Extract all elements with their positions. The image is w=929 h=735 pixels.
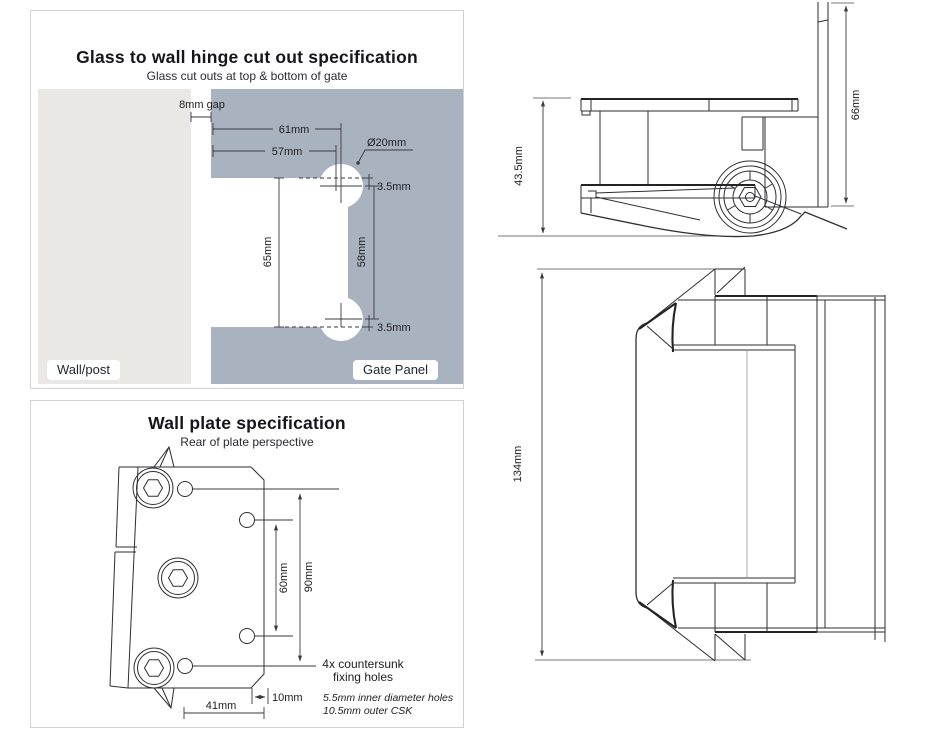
dim-90mm-label: 90mm [303,562,315,593]
wall-post-pill: Wall/post [47,360,120,380]
glass-and-plate-edges [816,295,886,642]
hinge-mid-section [599,111,828,208]
dim-134-label: 134mm [512,446,524,483]
width-61-dimension [212,123,342,203]
hole-diameter-leader [356,149,413,165]
gate-panel-pill: Gate Panel [353,360,439,380]
screw-bosses [132,467,199,689]
hole-spacing-label: 58mm [356,237,368,268]
hinge-views: 43.5mm 66mm [498,2,886,662]
cutout-height-dimension [274,177,284,328]
dim-10mm [251,688,269,704]
tension-dial [713,160,787,234]
hinge-body [580,183,848,238]
cutout-height-label: 65mm [262,237,274,268]
wall-plate-edge [817,2,829,207]
dim-43-5-label: 43.5mm [513,146,525,186]
wallplate-subtitle: Rear of plate perspective [180,435,314,449]
width-61-label: 61mm [279,124,310,136]
top-clamp-plate [580,97,799,116]
hinge-side-view: 43.5mm 66mm [498,2,862,238]
wallplate-title: Wall plate specification [148,413,346,433]
wallplate-outline [109,445,265,710]
hinge-cover-body [635,266,746,662]
wall-post-region [38,89,191,384]
offset-bottom-dimension [365,315,373,331]
dial-spokes [727,171,773,223]
countersunk-note-line2: fixing holes [333,670,393,684]
offset-bottom-label: 3.5mm [377,322,411,334]
wallplate-spec-panel: 60mm 90mm 10mm 41mm 4x countersunk fixin… [30,400,464,728]
dim-41mm-label: 41mm [206,700,237,712]
hole-detail-note-line1: 5.5mm inner diameter holes [323,692,454,704]
countersunk-note-line1: 4x countersunk [322,657,404,671]
dim-66-label: 66mm [850,90,862,121]
cutout-diagram: 8mm gap 61mm 57mm Ø20mm [38,89,463,384]
wallplate-drawing: 60mm 90mm 10mm 41mm 4x countersunk fixin… [109,445,454,719]
dim-10mm-label: 10mm [272,692,303,704]
cutout-spec-panel: 8mm gap 61mm 57mm Ø20mm [30,10,464,389]
hinge-front-view: 134mm [512,266,886,662]
dim-41mm [183,707,265,719]
dim-60mm-label: 60mm [278,563,290,594]
gap-dimension [190,112,212,122]
clamp-blocks [673,294,885,634]
fixing-holes [177,481,255,674]
width-57-label: 57mm [272,146,303,158]
hole-detail-note-line2: 10.5mm outer CSK [323,705,413,717]
width-57-dimension [212,145,337,191]
hole-diameter-label: Ø20mm [367,137,406,149]
cutout-title: Glass to wall hinge cut out specificatio… [76,47,418,67]
hole-leader-lines [193,488,339,667]
cutout-subtitle: Glass cut outs at top & bottom of gate [146,69,348,83]
centerlines [285,177,365,328]
hinge-cutout-notch [211,178,348,327]
gap-label: 8mm gap [179,99,225,111]
offset-top-label: 3.5mm [377,181,411,193]
